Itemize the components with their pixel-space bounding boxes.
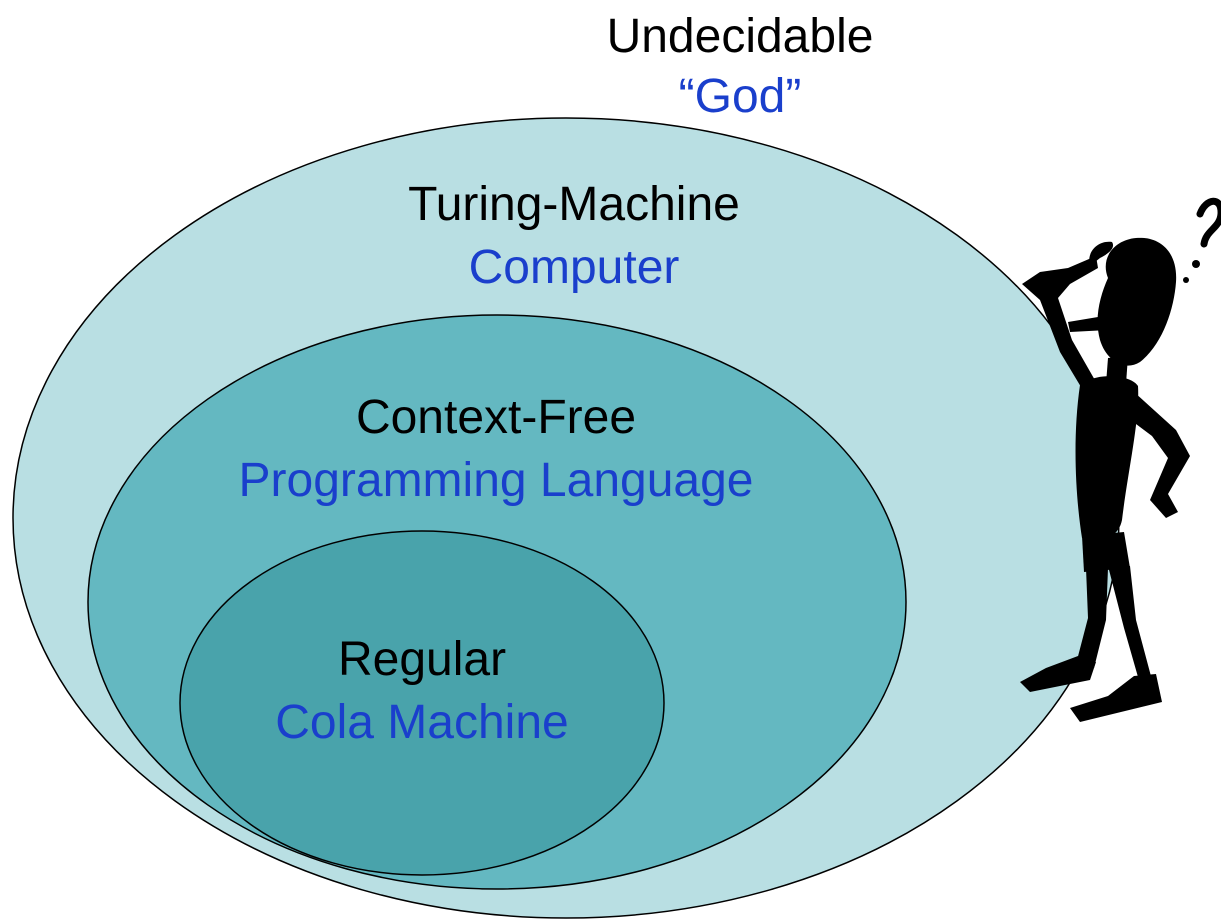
turing-machine-title: Turing-Machine bbox=[408, 178, 740, 231]
context-free-title: Context-Free bbox=[356, 391, 636, 444]
regular-ellipse bbox=[179, 530, 665, 876]
regular-example: Cola Machine bbox=[275, 696, 568, 749]
question-mark-icon bbox=[1183, 197, 1221, 283]
undecidable-example: “God” bbox=[679, 70, 802, 123]
regular-title: Regular bbox=[338, 633, 506, 686]
undecidable-title: Undecidable bbox=[607, 10, 874, 63]
turing-machine-example: Computer bbox=[469, 241, 680, 294]
context-free-example: Programming Language bbox=[239, 454, 754, 507]
thinking-man-icon bbox=[1020, 237, 1190, 722]
